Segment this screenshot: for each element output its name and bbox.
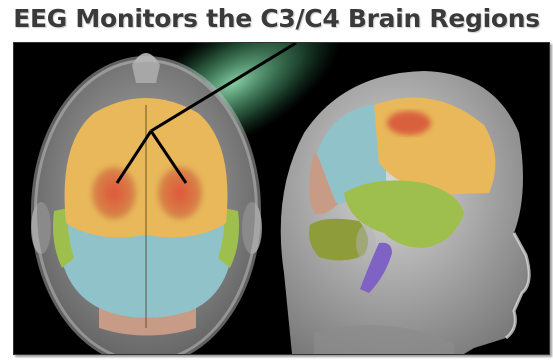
c3-region-spot bbox=[92, 167, 136, 219]
side-view-head bbox=[281, 71, 529, 354]
figure-title: EEG Monitors the C3/C4 Brain Regions bbox=[0, 0, 553, 42]
ear-side bbox=[356, 225, 376, 261]
brain-illustration bbox=[13, 42, 550, 355]
motor-region-spot-side bbox=[387, 111, 431, 135]
